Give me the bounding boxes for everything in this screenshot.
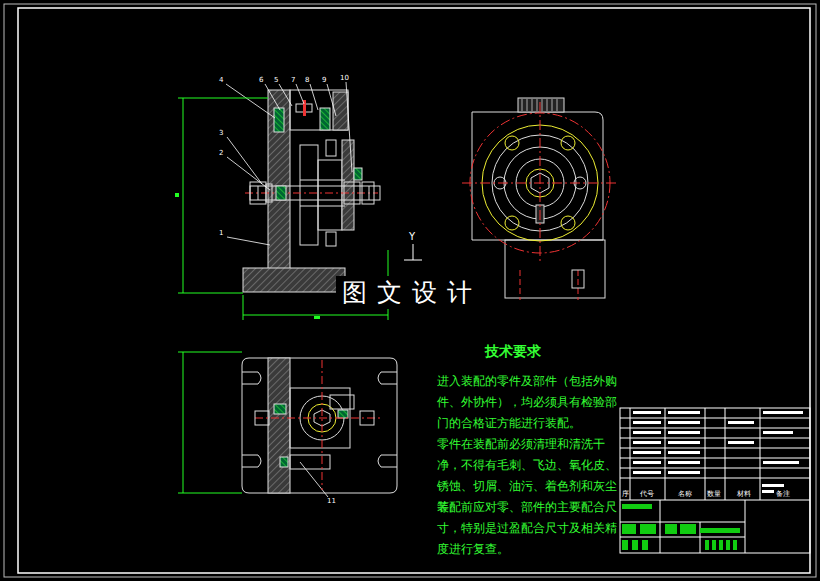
callout-number: 5 [274,77,278,84]
notes-heading: 技术要求 [485,344,541,358]
front-view [243,90,380,292]
side-view [462,98,618,300]
callout-number: 9 [322,77,326,84]
callout-number: 6 [259,77,263,84]
callout-number: 8 [305,77,309,84]
top-view [242,358,397,493]
callout-number: 11 [327,498,336,505]
table-header: 数量 [707,491,721,498]
callout-number: 7 [291,77,295,84]
callout-number: 2 [219,150,223,157]
watermark: 图文设计 [336,276,488,309]
table-header: 材料 [737,491,751,498]
callout-number: 3 [219,130,223,137]
callout-number: 1 [219,230,223,237]
callout-number: 4 [219,77,223,84]
title-block [620,408,810,553]
table-header: 备注 [776,491,790,498]
table-header: 名称 [678,491,692,498]
axis-symbol [404,244,422,260]
table-header: 代号 [640,491,654,498]
technical-note: 进入装配的零件及部件（包括外购件、外协件），均必须具有检验部门的合格证方能进行装… [437,371,621,434]
leader-lines [226,82,352,497]
axis-letter: Y [409,232,415,242]
table-header: 序 [622,491,629,498]
technical-note: 装配前应对零、部件的主要配合尺寸，特别是过盈配合尺寸及相关精度进行复查。 [437,497,621,560]
callout-number: 10 [340,75,349,82]
